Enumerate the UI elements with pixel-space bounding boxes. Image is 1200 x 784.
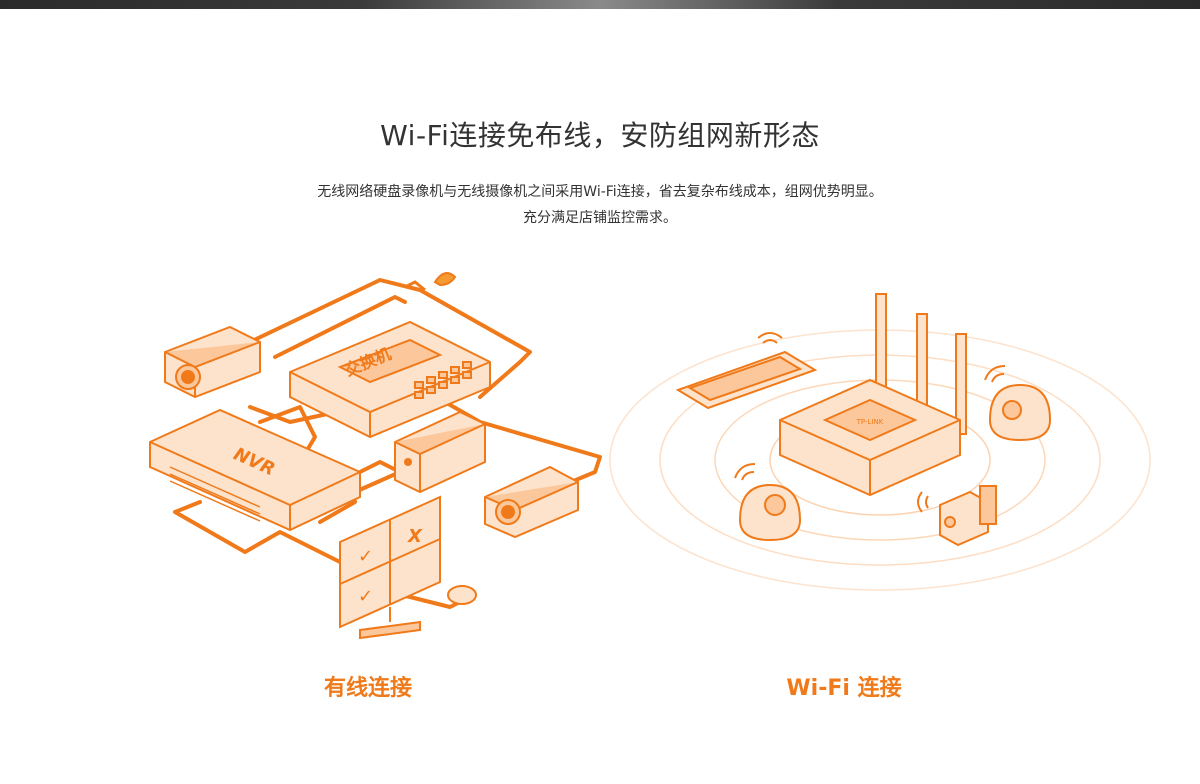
monitor-icon bbox=[339, 495, 441, 640]
switch-icon bbox=[289, 320, 491, 439]
smartphone-icon bbox=[675, 350, 818, 410]
description-line-1: 无线网络硬盘录像机与无线摄像机之间采用Wi-Fi连接，省去复杂布线成本，组网优势… bbox=[317, 184, 883, 200]
dome-camera-icon bbox=[738, 483, 802, 542]
monitor-mark-1: ✓ bbox=[358, 546, 373, 567]
camera-icon bbox=[939, 485, 997, 547]
router-brand: TP-LINK bbox=[856, 418, 884, 426]
camera-icon bbox=[164, 325, 261, 399]
camera-icon bbox=[394, 410, 486, 494]
wifi-signal-icon bbox=[757, 332, 783, 344]
wifi-signal-icon bbox=[917, 491, 929, 513]
headline: Wi-Fi连接免布线，安防组网新形态 bbox=[380, 119, 820, 152]
router-icon bbox=[779, 293, 967, 497]
dome-camera-icon bbox=[988, 383, 1052, 442]
camera-icon bbox=[484, 465, 579, 539]
wired-illustration: 交换机 NVR ✓ X ✓ bbox=[149, 272, 602, 640]
nvr-icon bbox=[149, 408, 361, 532]
wifi-signal-icon bbox=[984, 365, 1006, 383]
top-bar bbox=[0, 0, 1200, 9]
mouse-icon bbox=[447, 585, 477, 605]
description-line-2: 充分满足店铺监控需求。 bbox=[523, 210, 677, 226]
caption-wired: 有线连接 bbox=[323, 676, 412, 701]
monitor-mark-3: ✓ bbox=[358, 586, 373, 607]
caption-wifi: Wi-Fi 连接 bbox=[786, 676, 902, 701]
monitor-mark-2: X bbox=[407, 526, 423, 547]
wifi-signal-icon bbox=[734, 463, 756, 481]
cable-plug bbox=[404, 280, 426, 292]
wifi-illustration: TP-LINK bbox=[609, 293, 1151, 591]
